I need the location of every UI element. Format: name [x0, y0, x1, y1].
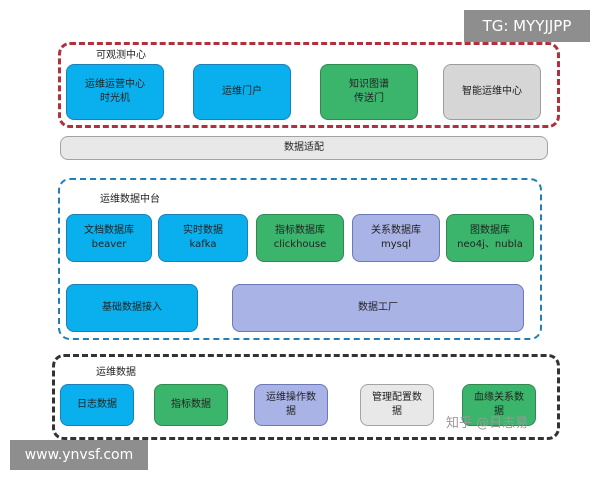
- box-line: 图数据库: [470, 225, 510, 236]
- watermark-bottom-left: www.ynvsf.com: [10, 440, 148, 470]
- relational-db-box: 关系数据库 mysql: [352, 214, 440, 262]
- box-line: 智能运维中心: [462, 86, 522, 97]
- box-line: 指标数据库: [275, 225, 325, 236]
- lineage-data-box: 血缘关系数 据: [462, 384, 536, 426]
- observability-layer-title: 可观测中心: [96, 50, 146, 61]
- metric-data-box: 指标数据: [154, 384, 228, 426]
- box-line: 实时数据: [183, 225, 223, 236]
- box-line: 管理配置数: [372, 392, 422, 403]
- box-line: 运维运营中心: [85, 79, 145, 90]
- ops-action-data-box: 运维操作数 据: [254, 384, 328, 426]
- watermark-top-right: TG: MYYJJPP: [464, 10, 590, 42]
- data-adapter-label: 数据适配: [284, 142, 324, 153]
- realtime-data-box: 实时数据 kafka: [158, 214, 248, 262]
- ops-operations-center-box: 运维运营中心 时光机: [66, 64, 164, 120]
- zhihu-watermark: 知乎 @日志易: [446, 416, 529, 431]
- metrics-db-box: 指标数据库 clickhouse: [256, 214, 344, 262]
- graph-db-box: 图数据库 neo4j、nubla: [446, 214, 534, 262]
- box-line: 知识图谱: [349, 79, 389, 90]
- config-data-box: 管理配置数 据: [360, 384, 434, 426]
- box-line: 数据工厂: [358, 302, 398, 313]
- box-line: 据: [392, 406, 402, 417]
- data-platform-layer-title: 运维数据中台: [100, 194, 160, 205]
- data-factory-box: 数据工厂: [232, 284, 524, 332]
- box-line: neo4j、nubla: [457, 239, 523, 250]
- ops-portal-box: 运维门户: [193, 64, 291, 120]
- observability-layer: [58, 42, 560, 128]
- ops-data-layer-title: 运维数据: [96, 367, 136, 378]
- aiops-center-box: 智能运维中心: [443, 64, 541, 120]
- box-line: 日志数据: [77, 399, 117, 410]
- box-line: 据: [494, 406, 504, 417]
- box-line: 文档数据库: [84, 225, 134, 236]
- box-line: 运维操作数: [266, 392, 316, 403]
- ops-data-layer: [52, 354, 560, 440]
- data-platform-layer: [58, 178, 542, 340]
- data-adapter-bar: 数据适配: [60, 136, 548, 160]
- box-line: 血缘关系数: [474, 392, 524, 403]
- base-data-ingest-box: 基础数据接入: [66, 284, 198, 332]
- box-line: 关系数据库: [371, 225, 421, 236]
- box-line: 基础数据接入: [102, 302, 162, 313]
- box-line: beaver: [91, 239, 127, 250]
- document-db-box: 文档数据库 beaver: [66, 214, 152, 262]
- box-line: 传送门: [354, 93, 384, 104]
- log-data-box: 日志数据: [60, 384, 134, 426]
- knowledge-graph-box: 知识图谱 传送门: [320, 64, 418, 120]
- box-line: clickhouse: [273, 239, 327, 250]
- box-line: 运维门户: [222, 86, 262, 97]
- box-line: 指标数据: [171, 399, 211, 410]
- box-line: kafka: [189, 239, 217, 250]
- box-line: mysql: [381, 239, 411, 250]
- box-line: 据: [286, 406, 296, 417]
- box-line: 时光机: [100, 93, 130, 104]
